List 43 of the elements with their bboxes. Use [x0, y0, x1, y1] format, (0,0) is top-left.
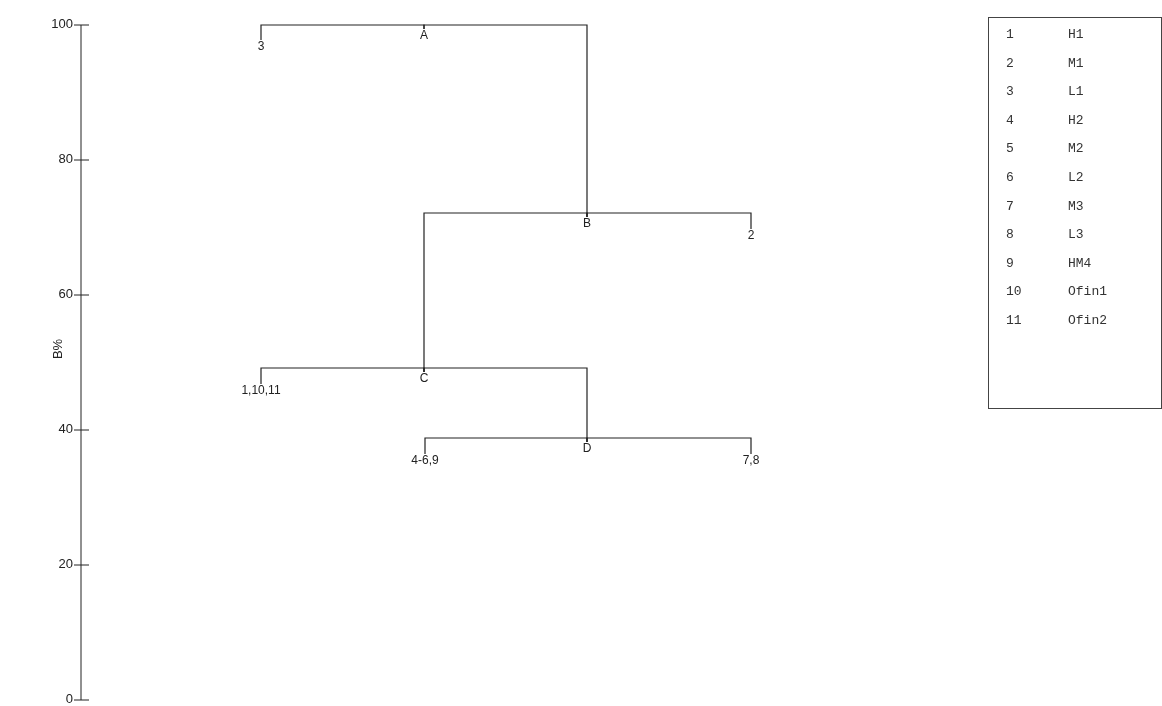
- key-number: 1: [1006, 28, 1014, 42]
- dendrogram-branch: [424, 437, 588, 455]
- axis-tick-label: 20: [58, 557, 73, 571]
- dendrogram-branch: [260, 367, 425, 385]
- key-number: 8: [1006, 228, 1014, 243]
- axis-tick-label: 80: [58, 152, 73, 166]
- key-sample-name: HM4: [1068, 256, 1092, 271]
- node-label: 3: [257, 40, 265, 52]
- key-sample-name: L1: [1068, 85, 1084, 100]
- dendrogram-branch: [260, 24, 425, 41]
- dendrogram-branch: [586, 437, 752, 455]
- node-label: 1,10,11: [241, 384, 281, 396]
- node-label: A: [420, 29, 428, 41]
- key-number: 2: [1006, 56, 1014, 71]
- key-sample-name: M1: [1068, 56, 1084, 71]
- key-sample-name: L2: [1068, 171, 1084, 185]
- key-sample-name: Ofin2: [1068, 314, 1107, 328]
- key-number: 11: [1006, 314, 1022, 328]
- axis-tick-label: 0: [65, 692, 73, 706]
- key-sample-name: L3: [1068, 228, 1084, 243]
- key-number: 9: [1006, 256, 1014, 271]
- node-label: 2: [747, 229, 755, 241]
- node-label: D: [582, 442, 592, 454]
- node-label: C: [419, 372, 429, 384]
- axis-tick-label: 100: [51, 17, 73, 31]
- axis-title: B%: [51, 338, 66, 360]
- node-label: 7,8: [742, 454, 760, 466]
- key-number: 3: [1006, 85, 1014, 100]
- axis-tick-label: 60: [58, 287, 73, 301]
- key-sample-name: M2: [1068, 142, 1084, 157]
- dendrogram-branch: [586, 212, 752, 230]
- node-label: 4-6,9: [411, 454, 439, 466]
- key-sample-name: M3: [1068, 199, 1084, 214]
- key-number: 6: [1006, 171, 1014, 185]
- key-number: 4: [1006, 113, 1014, 128]
- key-number: 10: [1006, 285, 1022, 300]
- key-number: 7: [1006, 199, 1014, 214]
- key-number: 5: [1006, 142, 1014, 157]
- key-sample-name: H1: [1068, 28, 1084, 42]
- key-sample-name: H2: [1068, 113, 1084, 128]
- node-label: B: [583, 217, 591, 229]
- axis-tick-label: 40: [58, 422, 73, 436]
- key-sample-name: Ofin1: [1068, 285, 1107, 300]
